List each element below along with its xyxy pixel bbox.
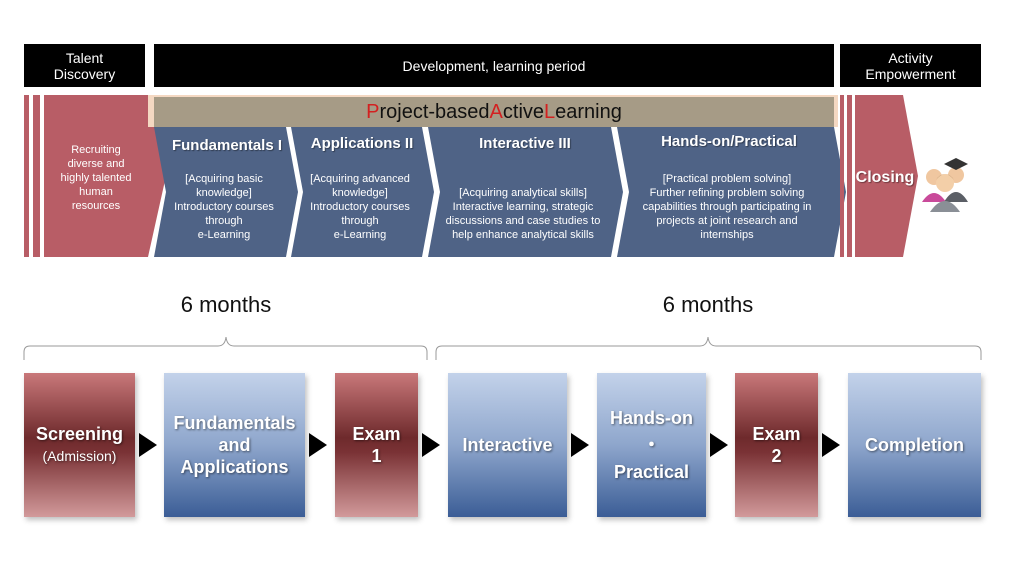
- phase-body-interactive: [Acquiring analytical skills] Interactiv…: [445, 187, 601, 241]
- closing-shape: [855, 95, 918, 257]
- arrow-2: [309, 433, 327, 457]
- arrow-4: [571, 433, 589, 457]
- pal-banner-bg: [154, 97, 834, 127]
- phase-body-fundamentals: [Acquiring basic knowledge] Introductory…: [174, 173, 274, 241]
- step-exam1-label: Exam 1: [352, 424, 401, 466]
- graduates-icon: [922, 158, 968, 212]
- phase-title-handson: Hands-on/Practical: [661, 133, 797, 150]
- brace-left: [23, 336, 428, 360]
- phase-body-handson: [Practical problem solving] Further refi…: [642, 173, 812, 241]
- step-exam2-label: Exam 2: [752, 424, 801, 466]
- pal-text-3: earning: [555, 100, 622, 123]
- step-screening-sub: (Admission): [42, 448, 117, 464]
- phase-body-applications: [Acquiring advanced knowledge] Introduct…: [310, 173, 410, 241]
- phase-title-applications: Applications II: [310, 135, 414, 152]
- step-exam1: Exam 1: [335, 373, 418, 517]
- brace-right: [435, 336, 982, 360]
- phase-shape-4: [617, 127, 846, 257]
- step-exam2: Exam 2: [735, 373, 818, 517]
- phase-title-interactive: Interactive III: [479, 135, 571, 152]
- header-talent-discovery: Talent Discovery: [24, 44, 145, 87]
- arrow-5: [710, 433, 728, 457]
- step-fundamentals-label: Fundamentals and Applications: [173, 413, 296, 477]
- phase-shape-3: [428, 127, 623, 257]
- recruiting-shape: [44, 95, 166, 257]
- months-left: 6 months: [180, 292, 272, 317]
- arrow-3: [422, 433, 440, 457]
- recruiting-text: Recruiting diverse and highly talented h…: [60, 144, 132, 212]
- step-completion: Completion: [848, 373, 981, 517]
- stripe-left-2: [33, 95, 40, 257]
- arrow-1: [139, 433, 157, 457]
- header-activity-empowerment: Activity Empowerment: [840, 44, 981, 87]
- months-right: 6 months: [662, 292, 754, 317]
- stripe-left-1: [24, 95, 29, 257]
- pal-text-2: ctive: [502, 100, 545, 123]
- step-interactive: Interactive: [448, 373, 567, 517]
- phase-shape-1: [154, 127, 298, 257]
- phase-title-fundamentals: Fundamentals I: [171, 137, 283, 154]
- step-fundamentals: Fundamentals and Applications: [164, 373, 305, 517]
- step-interactive-label: Interactive: [462, 435, 553, 455]
- step-handson: Hands-on ・ Practical: [597, 373, 706, 517]
- pal-text-1: roject-based: [379, 100, 490, 123]
- step-handson-label: Hands-on ・ Practical: [610, 407, 693, 482]
- header-development: Development, learning period: [154, 44, 834, 87]
- stripe-right-1: [840, 95, 844, 257]
- step-completion-label: Completion: [865, 435, 964, 455]
- phase-shape-2: [291, 127, 434, 257]
- pal-letter-p: P: [366, 100, 380, 123]
- arrow-6: [822, 433, 840, 457]
- closing-label: Closing: [855, 169, 915, 186]
- pal-letter-l: L: [544, 100, 556, 123]
- step-screening-label: Screening: [35, 424, 124, 444]
- step-screening: Screening (Admission): [24, 373, 135, 517]
- stripe-right-2: [847, 95, 852, 257]
- pal-letter-a: A: [489, 100, 503, 123]
